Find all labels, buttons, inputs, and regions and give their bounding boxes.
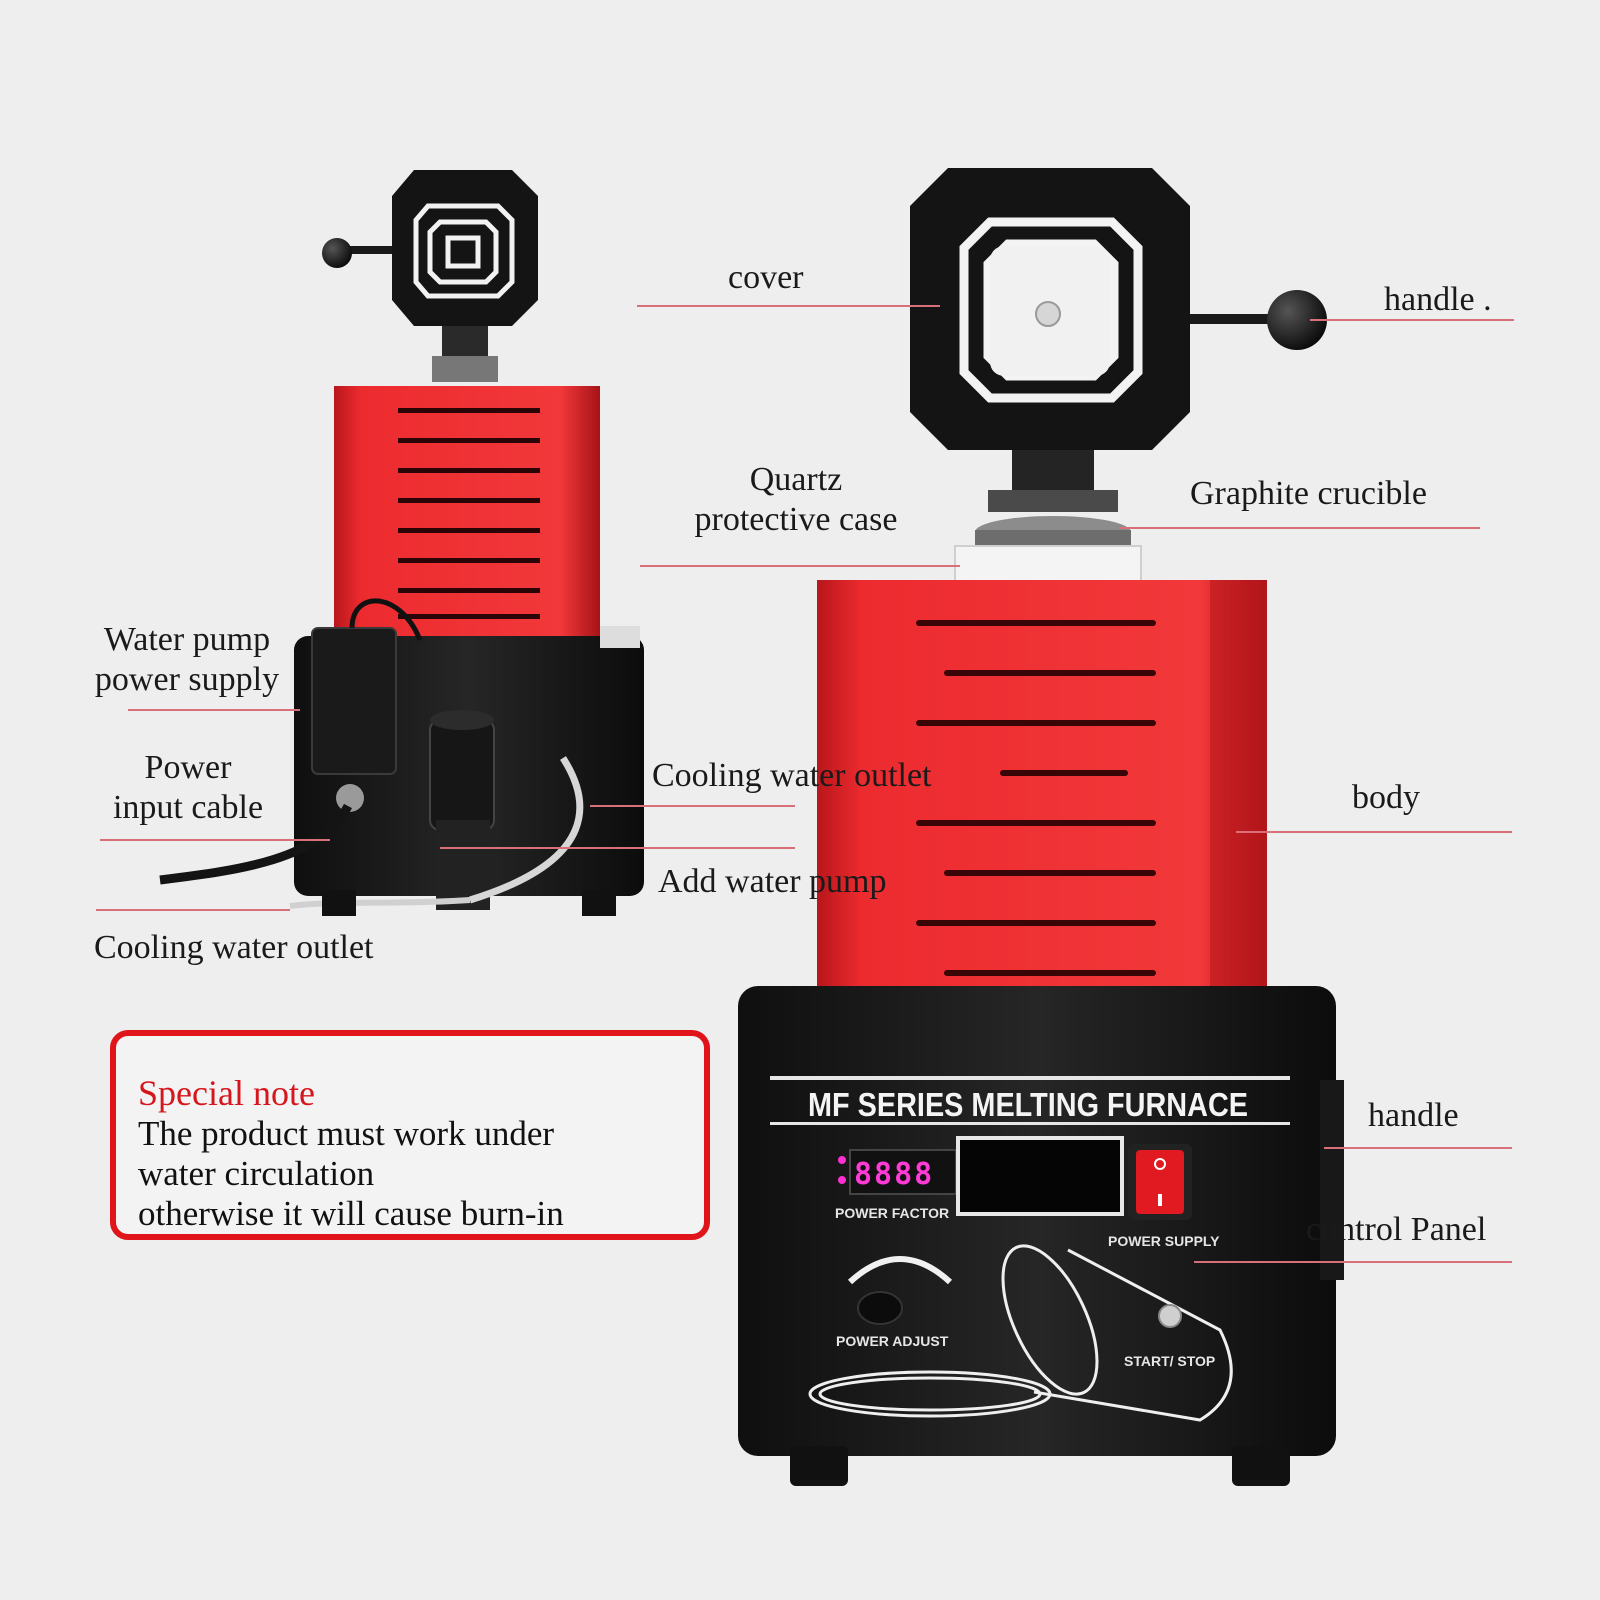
label-cooling-outlet-bottom: Cooling water outlet — [94, 929, 374, 966]
right-body-vents — [916, 620, 1156, 976]
left-cover-pattern — [413, 203, 515, 299]
label-cooling-outlet-mid: Cooling water outlet — [652, 757, 932, 794]
power-factor-display: 8888 — [854, 1157, 934, 1192]
left-furnace — [159, 170, 644, 916]
power-adjust-label: POWER ADJUST — [836, 1333, 949, 1349]
leader-lines — [96, 305, 1514, 1263]
label-pump-power-supply: Water pump power supply — [72, 620, 302, 700]
power-supply-label: POWER SUPPLY — [1108, 1233, 1220, 1249]
special-note-title: Special note — [138, 1073, 315, 1113]
label-control-panel: control Panel — [1306, 1211, 1487, 1248]
special-note-line-3: otherwise it will cause burn-in — [138, 1194, 564, 1233]
label-power-cable-line1: Power — [144, 749, 232, 786]
panel-brand-text: MF SERIES MELTING FURNACE — [808, 1086, 1248, 1123]
power-factor-label: POWER FACTOR — [835, 1205, 949, 1221]
label-graphite-crucible: Graphite crucible — [1190, 475, 1427, 512]
special-note-line-1: The product must work under — [138, 1114, 555, 1153]
label-body: body — [1352, 779, 1420, 816]
crucible-outline-graphic — [808, 1244, 1233, 1422]
label-quartz-line2: protective case — [694, 501, 898, 539]
label-handle-top: handle . — [1384, 281, 1492, 318]
label-pump-supply-line2: power supply — [94, 661, 280, 699]
special-note-box: Special note The product must work under… — [110, 1030, 710, 1240]
label-quartz-case: Quartz protective case — [676, 460, 916, 540]
left-body-vents — [398, 408, 540, 619]
label-handle-side: handle — [1368, 1097, 1459, 1134]
start-stop-label: START/ STOP — [1124, 1353, 1215, 1369]
label-add-water-pump: Add water pump — [658, 863, 887, 900]
label-pump-supply-line1: Water pump — [103, 621, 271, 658]
right-furnace — [738, 168, 1344, 1486]
label-power-input-cable: Power input cable — [88, 748, 288, 828]
special-note-line-2: water circulation — [138, 1154, 375, 1193]
label-cover: cover — [728, 259, 804, 296]
label-power-cable-line2: input cable — [112, 789, 264, 827]
label-quartz-line1: Quartz — [749, 461, 843, 498]
